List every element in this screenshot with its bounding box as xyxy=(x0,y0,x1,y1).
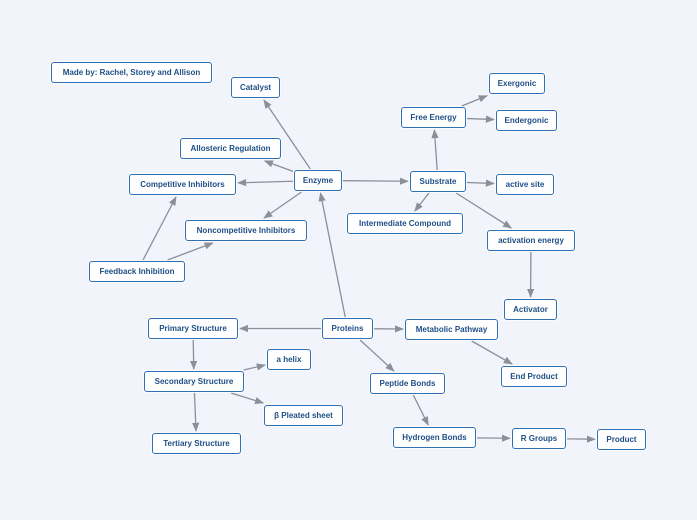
peptide-bonds-node[interactable]: Peptide Bonds xyxy=(370,373,445,394)
noncompetitive-inhibitors-node[interactable]: Noncompetitive Inhibitors xyxy=(185,220,307,241)
edge-enzyme-to-noncompetitive xyxy=(263,191,302,219)
enzyme-node[interactable]: Enzyme xyxy=(294,170,342,191)
allosteric-regulation-node[interactable]: Allosteric Regulation xyxy=(180,138,281,159)
activation-energy-node[interactable]: activation energy xyxy=(487,230,575,251)
edge-enzyme-to-substrate xyxy=(342,177,409,185)
substrate-node[interactable]: Substrate xyxy=(410,171,466,192)
catalyst-node[interactable]: Catalyst xyxy=(231,77,280,98)
a-helix-node[interactable]: a helix xyxy=(267,349,311,370)
free-energy-node[interactable]: Free Energy xyxy=(401,107,466,128)
edge-feedback-to-competitive xyxy=(142,196,177,261)
exergonic-node[interactable]: Exergonic xyxy=(489,73,545,94)
activator-node[interactable]: Activator xyxy=(504,299,557,320)
edge-free_energy-to-exergonic xyxy=(461,95,488,107)
product-node[interactable]: Product xyxy=(597,429,646,450)
edge-feedback-to-noncompetitive xyxy=(167,242,214,261)
edge-secondary-to-a_helix xyxy=(243,363,266,371)
feedback-inhibition-node[interactable]: Feedback Inhibition xyxy=(89,261,185,282)
metabolic-pathway-node[interactable]: Metabolic Pathway xyxy=(405,319,498,340)
edge-primary-to-secondary xyxy=(189,339,198,370)
beta-pleated-sheet-node[interactable]: β Pleated sheet xyxy=(264,405,343,426)
edge-substrate-to-activation_energy xyxy=(455,192,513,229)
edge-substrate-to-intermediate xyxy=(414,192,430,212)
edge-proteins-to-peptide xyxy=(359,339,395,372)
end-product-node[interactable]: End Product xyxy=(501,366,567,387)
proteins-node[interactable]: Proteins xyxy=(322,318,373,339)
secondary-structure-node[interactable]: Secondary Structure xyxy=(144,371,244,392)
edge-substrate-to-active_site xyxy=(466,179,495,187)
edge-peptide-to-hydrogen xyxy=(412,394,429,426)
edge-metabolic-to-end_product xyxy=(471,340,513,365)
intermediate-compound-node[interactable]: Intermediate Compound xyxy=(347,213,463,234)
edge-enzyme-to-allosteric xyxy=(263,160,294,172)
edge-proteins-to-enzyme xyxy=(318,192,346,318)
endergonic-node[interactable]: Endergonic xyxy=(496,110,557,131)
edge-secondary-to-pleated xyxy=(230,392,265,405)
tertiary-structure-node[interactable]: Tertiary Structure xyxy=(152,433,241,454)
edge-free_energy-to-endergonic xyxy=(466,115,495,123)
active-site-node[interactable]: active site xyxy=(496,174,554,195)
edge-enzyme-to-catalyst xyxy=(263,99,311,170)
primary-structure-node[interactable]: Primary Structure xyxy=(148,318,238,339)
edge-secondary-to-tertiary xyxy=(192,392,200,432)
edge-enzyme-to-competitive xyxy=(237,178,294,187)
credit-node[interactable]: Made by: Rachel, Storey and Allison xyxy=(51,62,212,83)
competitive-inhibitors-node[interactable]: Competitive Inhibitors xyxy=(129,174,236,195)
r-groups-node[interactable]: R Groups xyxy=(512,428,566,449)
edge-substrate-to-free_energy xyxy=(431,129,439,171)
hydrogen-bonds-node[interactable]: Hydrogen Bonds xyxy=(393,427,476,448)
